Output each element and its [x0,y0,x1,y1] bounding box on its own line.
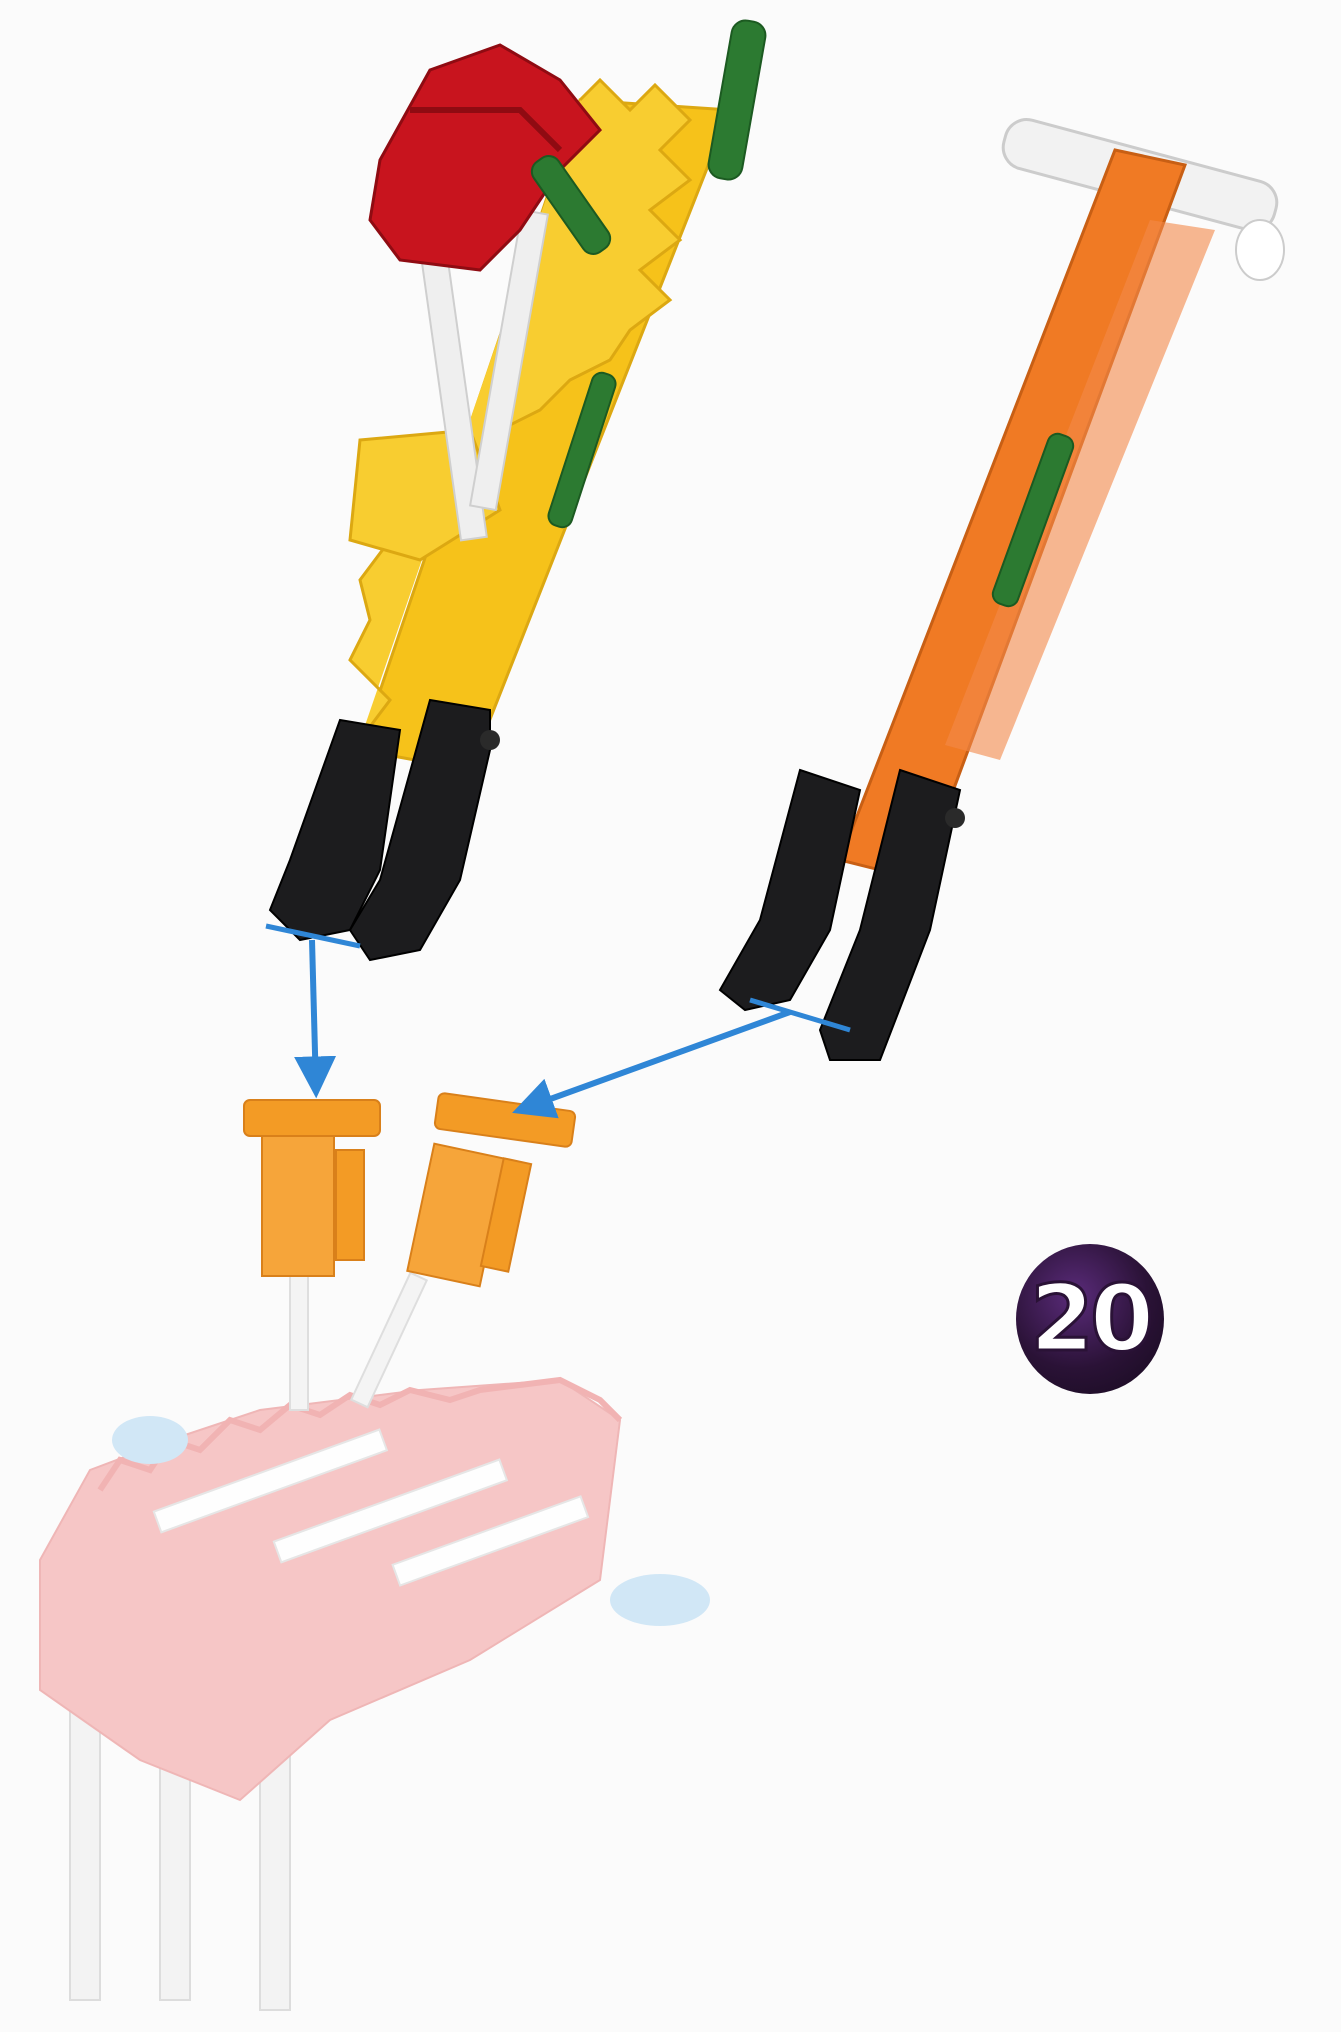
step-badge: 20 [1016,1244,1164,1394]
orange-rod-assembly [720,115,1284,1060]
black-clip [720,770,860,1010]
orange-connector-left [244,1100,380,1276]
arrow-diagonal-icon [520,1012,790,1110]
step-number: 20 [1030,1273,1150,1365]
orange-connector-right [407,1093,576,1287]
white-rod-cap [1236,220,1284,280]
arrow-down-icon [312,940,316,1090]
clip-pin [945,808,965,828]
faded-base-assembly [40,1270,710,2010]
orange-rod [840,150,1185,880]
clip-pin [480,730,500,750]
yellow-rod-assembly [266,18,768,960]
faded-blue-cap [610,1574,710,1626]
faded-stem [351,1273,426,1407]
faded-stem [290,1270,308,1410]
faded-blue-cap [112,1416,188,1464]
green-rod [706,18,767,181]
